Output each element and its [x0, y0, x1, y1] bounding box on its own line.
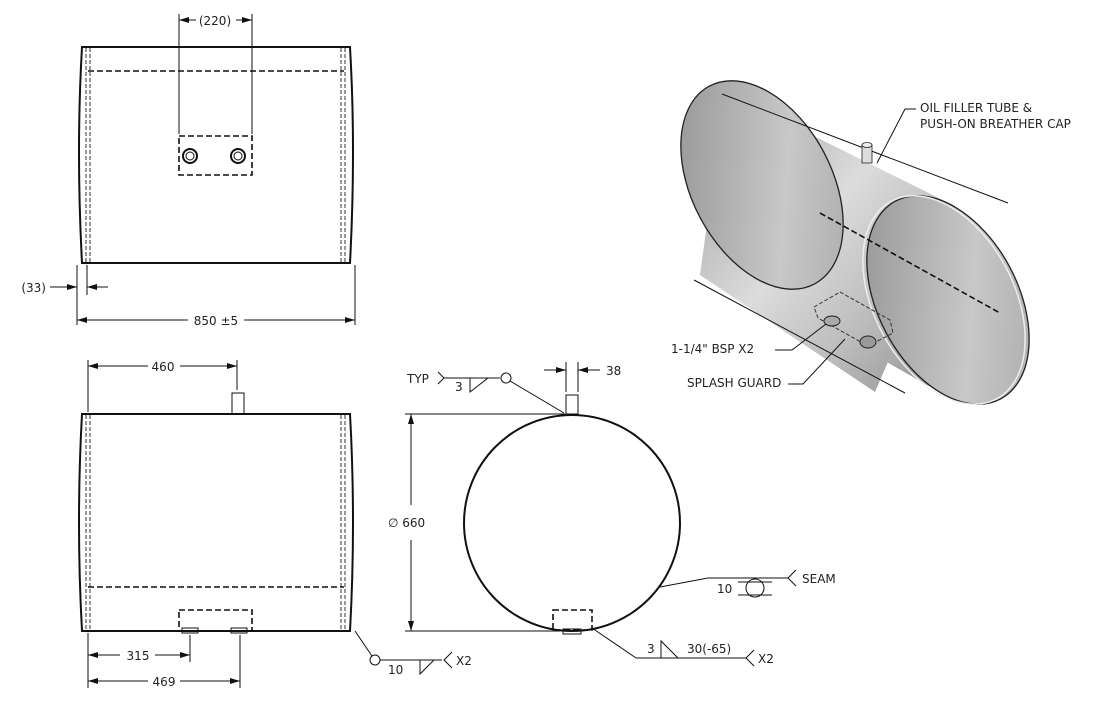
tank-end-right: [866, 195, 1030, 405]
svg-text:X2: X2: [758, 652, 774, 666]
svg-text:SEAM: SEAM: [802, 572, 836, 586]
svg-text:10: 10: [717, 582, 732, 596]
tank-outline: [78, 413, 354, 632]
front-view: 460 315 469 10 X2: [78, 360, 472, 689]
svg-text:10: 10: [388, 663, 403, 677]
callout-ports: 1-1/4" BSP X2: [671, 342, 754, 356]
tank-circle: [463, 414, 681, 632]
dim-length: 850 ±5: [194, 314, 238, 328]
dim-tube-position: 460: [152, 360, 175, 374]
isometric-view: OIL FILLER TUBE & PUSH-ON BREATHER CAP 1…: [671, 80, 1071, 405]
svg-text:TYP: TYP: [406, 372, 429, 386]
filler-tube: [231, 392, 245, 415]
callout-filler: OIL FILLER TUBE &: [920, 101, 1032, 115]
dim-end-offset: (33): [21, 281, 46, 295]
svg-text:X2: X2: [456, 654, 472, 668]
port-icon: [823, 315, 841, 327]
filler-tube: [565, 394, 579, 415]
port-icon: [859, 335, 877, 349]
svg-text:3: 3: [647, 642, 655, 656]
weld-symbol-seam: 10 SEAM: [659, 569, 836, 598]
port-icon: [230, 148, 246, 164]
svg-text:30(-65): 30(-65): [687, 642, 731, 656]
dim-port1: 315: [127, 649, 150, 663]
callout-filler-2: PUSH-ON BREATHER CAP: [920, 117, 1071, 131]
weld-symbol: 10 X2: [354, 630, 472, 677]
filler-tube: [861, 142, 873, 164]
svg-text:3: 3: [455, 380, 463, 394]
port-icon: [182, 148, 198, 164]
splash-guard-outline: [178, 135, 253, 176]
top-view: (220) (33) 850 ±5: [21, 14, 356, 328]
dim-tube-width: 38: [606, 364, 621, 378]
dim-diameter: ∅ 660: [388, 516, 425, 530]
dim-port-spacing: (220): [199, 14, 231, 28]
tank-outline: [78, 46, 354, 264]
tank-end-left: [680, 80, 844, 290]
dim-port2: 469: [153, 675, 176, 689]
weld-symbol-guard: 3 30(-65) X2: [591, 627, 774, 667]
callout-guard: SPLASH GUARD: [687, 376, 781, 390]
end-view: 38 ∅ 660 TYP 3 10 SEAM 3 30(-65): [388, 362, 836, 667]
weld-symbol-typ: TYP 3: [406, 371, 565, 414]
